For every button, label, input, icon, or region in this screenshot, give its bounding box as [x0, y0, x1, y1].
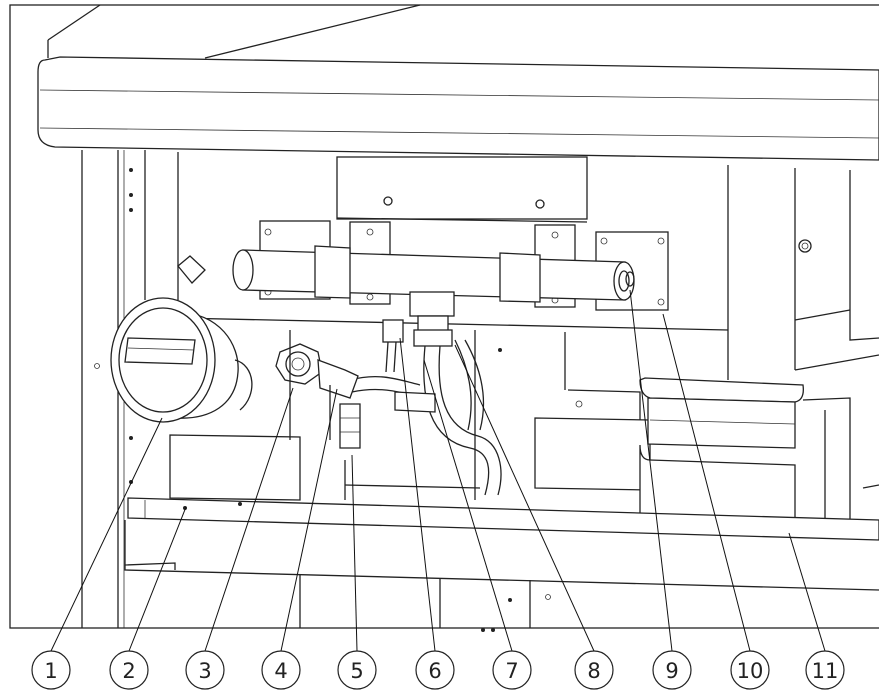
callout-3: 3: [185, 650, 225, 690]
drawing-frame: [9, 4, 879, 629]
callout-2: 2: [109, 650, 149, 690]
hoses: [349, 339, 502, 496]
callout-5-label: 5: [350, 659, 363, 683]
center-fittings: [382, 291, 455, 373]
callout-6-label: 6: [428, 659, 441, 683]
callout-1: 1: [31, 650, 71, 690]
leader-lines: [50, 289, 826, 652]
right-panels: [727, 165, 879, 380]
callout-5: 5: [337, 650, 377, 690]
callout-10: 10: [730, 650, 770, 690]
mid-details: [344, 330, 566, 500]
callout-11: 11: [805, 650, 845, 690]
callout-6: 6: [415, 650, 455, 690]
shutoff-valve: [275, 343, 436, 449]
callout-4: 4: [261, 650, 301, 690]
bottom-rail: [124, 497, 879, 632]
callout-10-label: 10: [737, 659, 764, 683]
cabinet-top: [37, 4, 879, 161]
callout-2-label: 2: [122, 659, 135, 683]
callouts: 1 2 3 4 5 6 7 8: [31, 650, 845, 690]
callout-9: 9: [652, 650, 692, 690]
callout-11-label: 11: [812, 659, 839, 683]
lower-brackets: [169, 330, 651, 501]
top-bracket: [336, 156, 588, 223]
callout-1-label: 1: [44, 659, 57, 683]
manifold-pipe: [232, 245, 635, 303]
burner-block: [639, 377, 879, 526]
callout-9-label: 9: [665, 659, 678, 683]
back-wall-line: [177, 317, 729, 331]
regulator: [110, 255, 253, 423]
callout-8: 8: [574, 650, 614, 690]
callout-4-label: 4: [274, 659, 287, 683]
callout-7-label: 7: [505, 659, 518, 683]
callout-8-label: 8: [587, 659, 600, 683]
callout-3-label: 3: [198, 659, 211, 683]
callout-7: 7: [492, 650, 532, 690]
